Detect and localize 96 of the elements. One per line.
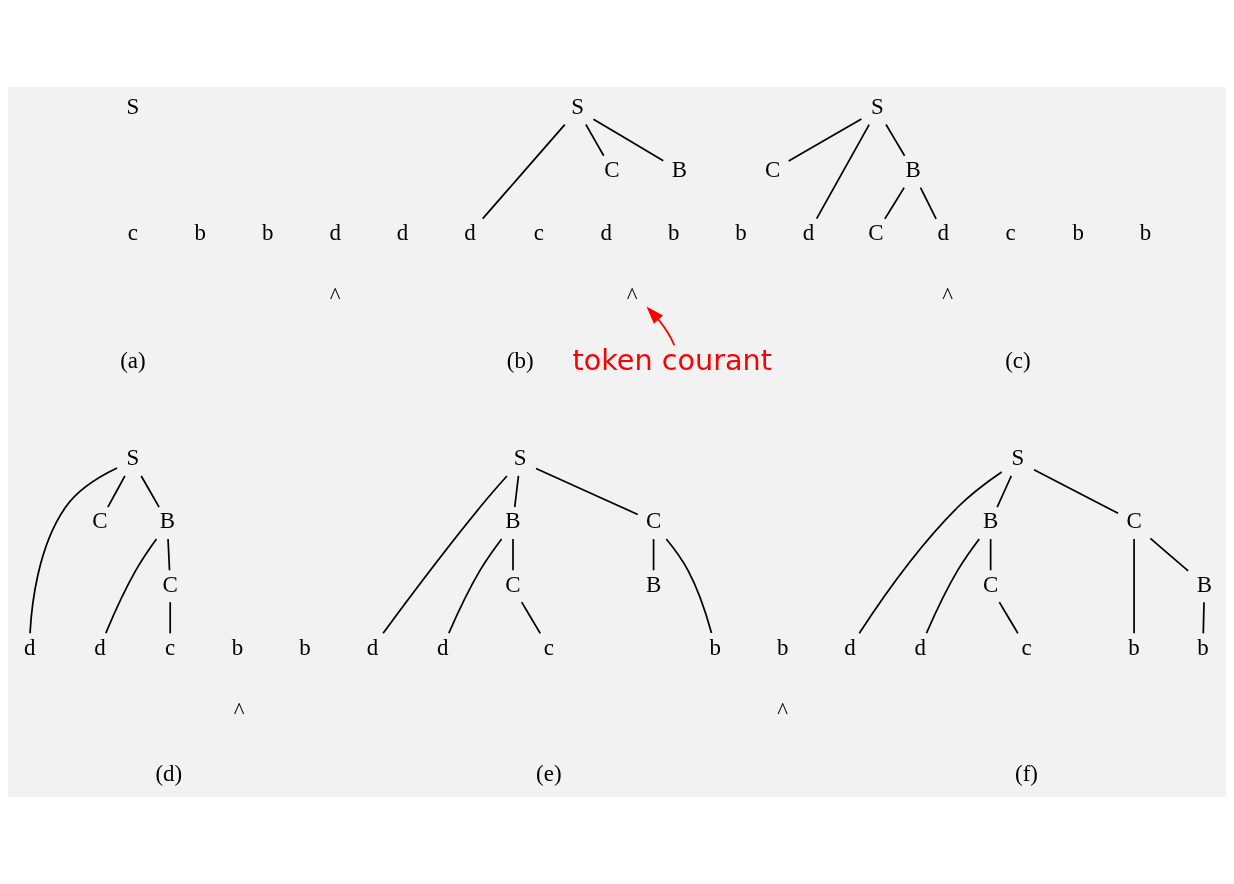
connector [925,538,981,634]
node-text: S [1011,445,1025,471]
node-text: b [1197,634,1209,660]
node-text: S [513,445,527,471]
connector [520,601,542,635]
label: (c) [1005,347,1031,373]
connector [513,475,520,509]
connector [884,186,906,220]
node-text: d [937,220,950,246]
node-text: C [92,508,108,534]
label: (f) [1015,760,1038,786]
node-text: c [533,220,544,246]
node-text: b [299,634,311,660]
connector [919,186,937,220]
connector [815,123,871,220]
node-text: d [23,634,36,660]
connector [1149,537,1189,572]
connector [140,475,160,509]
node-text: c [1021,634,1032,660]
node-text: b [776,634,789,660]
node-text: B [505,508,521,534]
node-text: d [600,220,612,246]
label: (b) [506,347,534,373]
node-text: C [1126,508,1142,534]
node-text: b [735,220,747,246]
node-text: C [162,571,178,597]
connector [665,538,713,634]
node-text: c [543,634,554,660]
node-text: b [667,220,680,246]
connector [167,538,171,572]
node-text: c [165,634,176,660]
node-text: d [396,220,409,246]
node-text: B [671,157,688,183]
node-text: b [709,634,721,660]
node-text: ^ [942,283,953,309]
connector [652,538,655,572]
node-text: token courant [572,342,772,377]
connector [481,123,566,220]
connector [169,601,172,635]
connector [998,601,1019,635]
arrow [646,306,676,346]
node-text: b [262,220,274,246]
node-text: C [868,220,884,246]
node-text: ^ [626,283,638,309]
node-text: c [1005,220,1016,246]
connector [996,475,1013,509]
node-text: ^ [329,283,341,309]
node-text: B [905,157,921,183]
connector [382,475,508,635]
node-text: S [126,445,140,471]
node-text: C [982,571,999,597]
node-text: d [914,634,927,660]
node-text: d [464,220,476,246]
node-text: ^ [233,697,245,723]
node-text: c [127,220,138,246]
node-text: C [764,157,781,183]
node-text: b [1128,634,1140,660]
node-text: S [571,93,584,119]
connector [448,538,503,634]
connector [1133,538,1135,635]
connector [885,123,906,157]
connector [107,475,126,509]
node-text: d [802,220,815,246]
label: (d) [155,760,183,786]
connector [585,123,605,157]
node-text: d [366,634,379,660]
node-text: B [159,508,175,534]
connector [787,118,863,162]
connector [989,538,992,572]
node-text: C [505,571,521,597]
node-text: b [1139,220,1152,246]
node-text: B [1196,571,1213,597]
connector [29,467,118,635]
connector [512,538,514,572]
node-text: d [436,634,449,660]
connector [858,471,1003,635]
label: (a) [120,347,146,373]
node-text: b [1072,220,1084,246]
node-text: B [982,508,999,534]
node-text: d [844,634,856,660]
node-text: d [329,220,341,246]
node-text: C [604,157,620,183]
node-text: S [870,93,884,119]
node-text: d [94,634,106,660]
connector [592,118,665,162]
connector [1202,601,1205,635]
node-text: b [194,220,207,246]
connector [104,538,158,635]
connector [1033,468,1119,515]
connector [535,467,639,516]
node-text: b [231,634,244,660]
label: (e) [536,760,562,786]
node-text: ^ [777,697,789,723]
node-text: C [645,508,662,534]
node-text: S [126,93,140,119]
node-text: B [645,571,662,597]
